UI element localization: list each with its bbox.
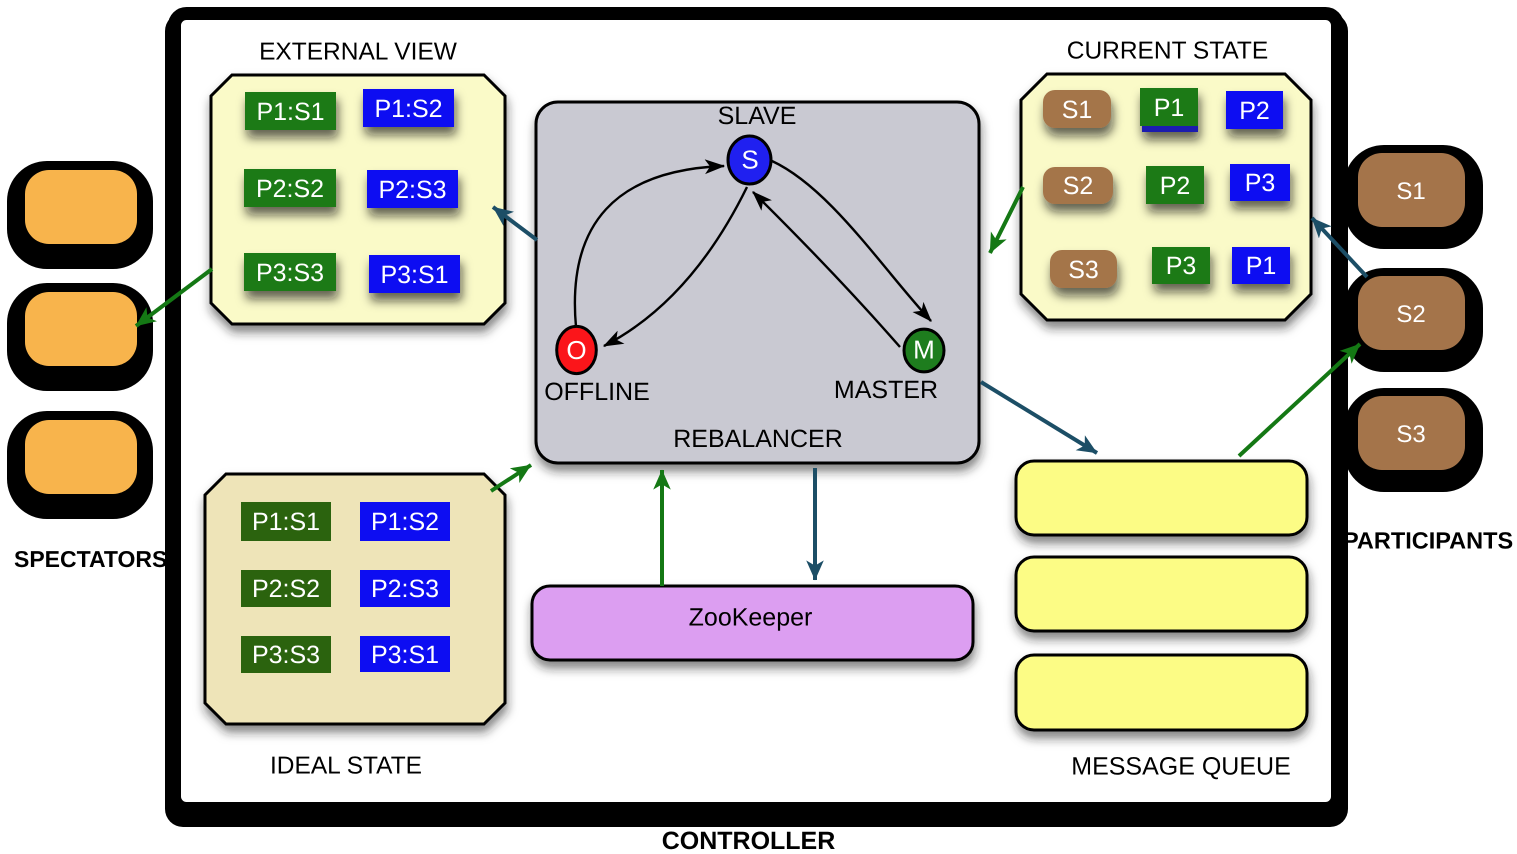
svg-text:P2: P2 [1239, 97, 1270, 125]
svg-text:P2:S2: P2:S2 [252, 575, 320, 603]
svg-text:P3:S3: P3:S3 [256, 259, 324, 287]
svg-text:PARTICIPANTS: PARTICIPANTS [1343, 528, 1513, 554]
svg-text:S2: S2 [1063, 172, 1094, 200]
svg-text:P2:S3: P2:S3 [371, 575, 439, 603]
svg-text:CURRENT STATE: CURRENT STATE [1067, 38, 1268, 65]
svg-text:S1: S1 [1062, 96, 1093, 124]
svg-text:P3: P3 [1166, 252, 1197, 280]
svg-text:OFFLINE: OFFLINE [544, 378, 650, 406]
svg-text:S: S [741, 145, 758, 175]
svg-text:SLAVE: SLAVE [718, 102, 797, 130]
svg-text:ZooKeeper: ZooKeeper [689, 604, 813, 632]
svg-text:IDEAL STATE: IDEAL STATE [270, 753, 422, 780]
svg-text:REBALANCER: REBALANCER [673, 425, 843, 453]
svg-text:P1:S2: P1:S2 [371, 508, 439, 536]
svg-text:SPECTATORS: SPECTATORS [14, 546, 167, 572]
svg-text:P1: P1 [1154, 94, 1185, 122]
svg-text:P3:S3: P3:S3 [252, 641, 320, 669]
svg-text:P1: P1 [1246, 252, 1277, 280]
svg-text:O: O [566, 335, 586, 365]
svg-text:P3: P3 [1245, 169, 1276, 197]
svg-text:MASTER: MASTER [834, 376, 938, 404]
svg-text:P1:S1: P1:S1 [256, 98, 324, 126]
svg-text:P1:S2: P1:S2 [374, 95, 442, 123]
svg-text:MESSAGE QUEUE: MESSAGE QUEUE [1071, 753, 1291, 781]
svg-text:S3: S3 [1396, 421, 1425, 448]
svg-text:S2: S2 [1396, 301, 1425, 328]
svg-text:P3:S1: P3:S1 [371, 641, 439, 669]
svg-text:P2:S3: P2:S3 [378, 176, 446, 204]
svg-text:P2: P2 [1160, 172, 1191, 200]
svg-text:S1: S1 [1396, 178, 1425, 205]
svg-text:S3: S3 [1068, 256, 1099, 284]
svg-text:EXTERNAL VIEW: EXTERNAL VIEW [259, 39, 458, 66]
svg-text:P2:S2: P2:S2 [256, 175, 324, 203]
svg-text:P1:S1: P1:S1 [252, 508, 320, 536]
svg-text:M: M [913, 335, 935, 365]
svg-text:CONTROLLER: CONTROLLER [662, 827, 836, 854]
svg-text:P3:S1: P3:S1 [380, 261, 448, 289]
